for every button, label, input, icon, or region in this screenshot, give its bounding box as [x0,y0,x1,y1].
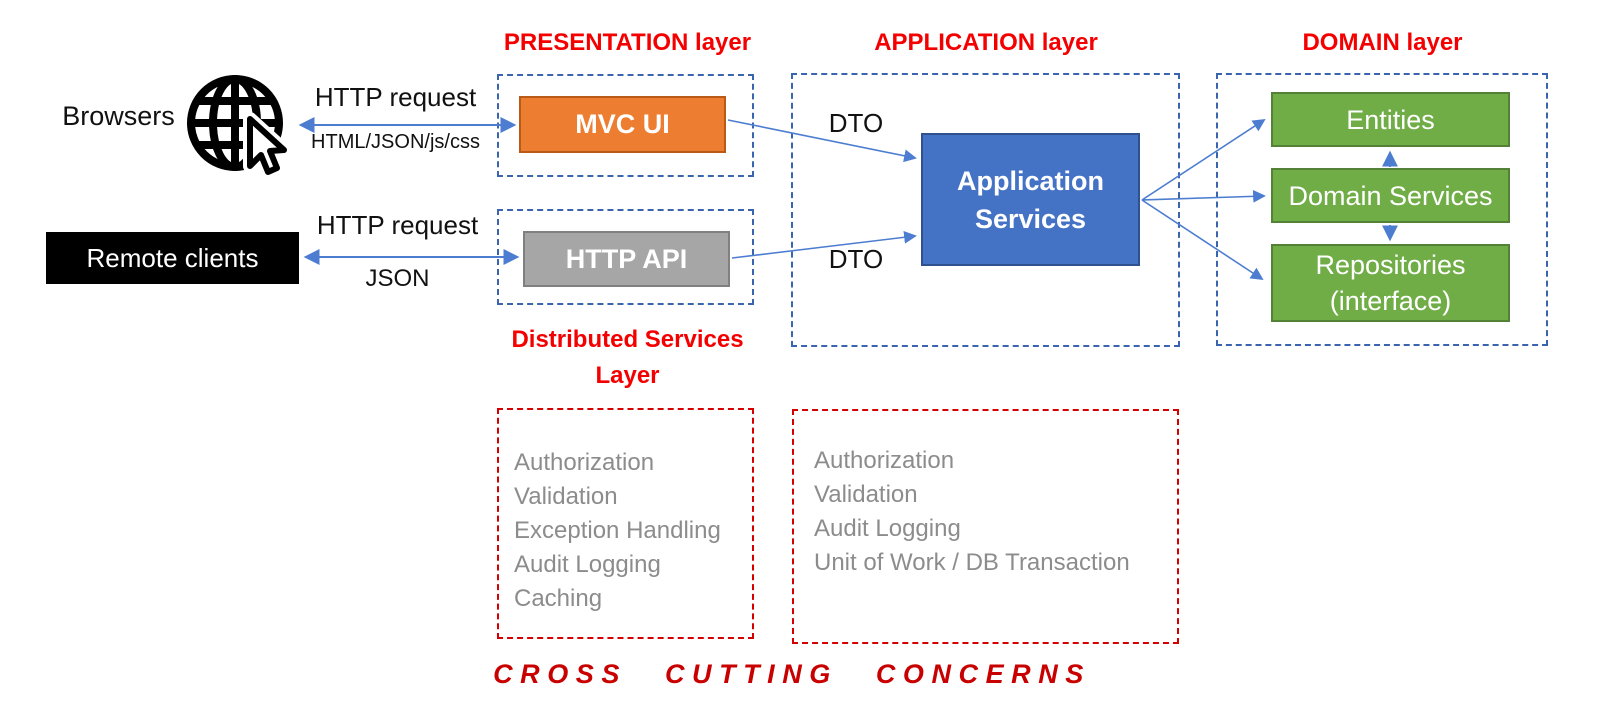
mvc-ui-node: MVC UI [519,96,726,153]
concern-item: Authorization [514,449,655,476]
concern-item: Authorization [814,447,955,474]
concern-item: Exception Handling [514,517,721,544]
browsers-response-format-label: HTML/JSON/js/css [311,131,480,153]
concern-item: Audit Logging [514,551,661,578]
concern-item: Audit Logging [814,515,961,542]
distributed-services-layer-label: Distributed Services Layer [497,322,758,394]
mvc-dto-label: DTO [828,108,884,138]
browsers-label: Browsers [62,101,175,131]
globe-with-cursor-icon [186,71,292,179]
repositories-node: Repositories (interface) [1271,244,1510,322]
application-layer-label: APPLICATION layer [874,29,1098,56]
api-dto-label: DTO [828,244,884,274]
remote-clients-node: Remote clients [46,232,299,284]
concern-item: Validation [814,481,918,508]
distributed-services-layer-line1: Distributed Services [511,326,744,353]
application-services-line2: Services [974,203,1087,234]
http-api-node: HTTP API [523,231,730,287]
entities-node: Entities [1271,92,1510,147]
concern-item: Unit of Work / DB Transaction [814,549,1130,576]
entities-label: Entities [1346,104,1435,135]
application-services-node: Application Services [921,133,1140,266]
domain-layer-label: DOMAIN layer [1302,29,1463,56]
domain-services-label: Domain Services [1288,180,1493,211]
repositories-line2: (interface) [1329,286,1452,316]
concern-item: Caching [514,585,603,612]
concern-item: Validation [514,483,618,510]
browsers-http-request-label: HTTP request [314,82,477,112]
remote-clients-label: Remote clients [86,242,259,273]
clients-http-request-label: HTTP request [316,210,479,240]
domain-services-node: Domain Services [1271,168,1510,223]
clients-response-format-label: JSON [365,265,430,292]
repositories-line1: Repositories [1315,250,1466,280]
cursor-icon [243,112,291,179]
mvc-ui-label: MVC UI [575,109,670,139]
presentation-layer-label: PRESENTATION layer [503,29,752,56]
cross-cutting-concerns-title: CROSS CUTTING CONCERNS [493,659,1091,689]
http-api-label: HTTP API [565,243,688,274]
application-services-line1: Application [957,165,1104,196]
distributed-services-layer-line2: Layer [595,362,660,389]
